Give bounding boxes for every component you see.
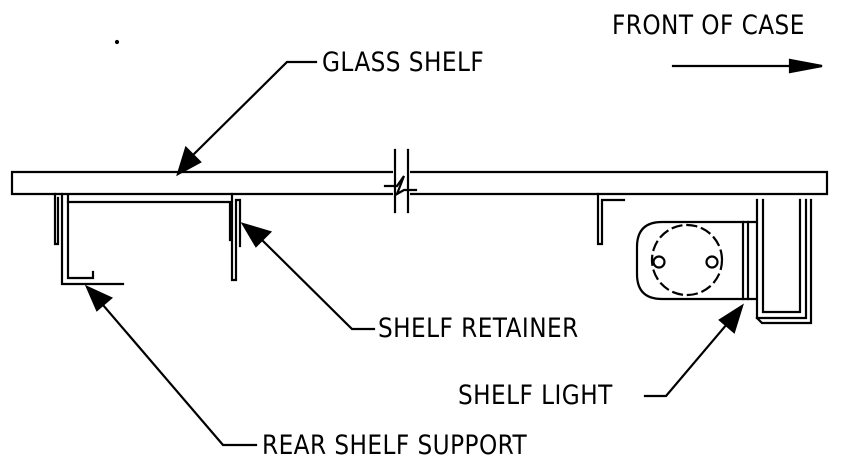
- shelf-light-leader: [645, 306, 742, 396]
- glass-shelf-plate: [12, 172, 827, 194]
- front-of-case-label: FRONT OF CASE: [612, 10, 805, 41]
- shelf-retainer: [232, 194, 240, 280]
- shelf-retainer-label: SHELF RETAINER: [378, 313, 579, 344]
- shelf-retainer-left: [55, 194, 58, 244]
- shelf-retainer-leader: [243, 224, 374, 329]
- rear-shelf-support-leader: [87, 287, 256, 445]
- glass-shelf-leader: [178, 62, 316, 174]
- break-symbol: [385, 150, 416, 212]
- glass-shelf-label: GLASS SHELF: [322, 47, 485, 78]
- shelf-light-label: SHELF LIGHT: [458, 380, 613, 411]
- shelf-light-assembly: [637, 200, 811, 323]
- light-retainer: [598, 194, 624, 244]
- front-direction-arrow: [673, 60, 822, 72]
- rear-shelf-support: [62, 194, 230, 284]
- stray-mark: [116, 41, 118, 43]
- rear-shelf-support-label: REAR SHELF SUPPORT: [262, 430, 528, 461]
